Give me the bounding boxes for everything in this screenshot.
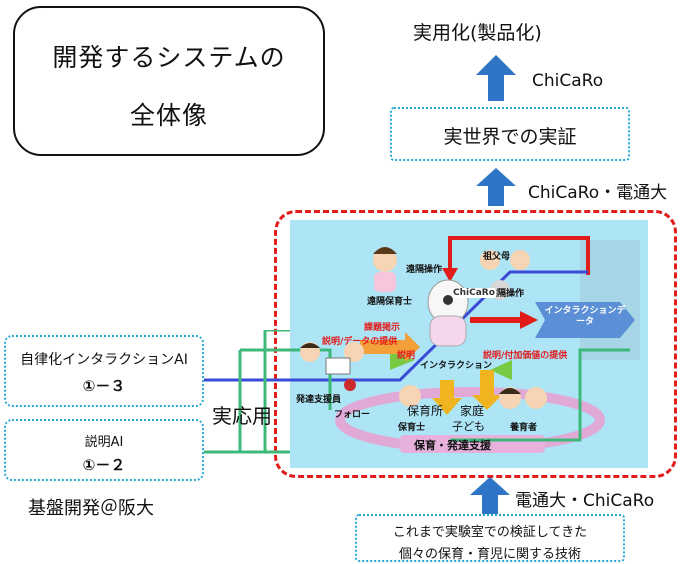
chicaro-label: ChiCaRo (532, 71, 604, 91)
title-line-2: 全体像 (129, 101, 208, 130)
application-label: 実応用 (212, 404, 272, 428)
childcare-support-label: 保育・発達支援 (414, 439, 491, 452)
real-world-box: 実世界での実証 (390, 107, 630, 161)
title-box: 開発するシステムの 全体像 (13, 6, 325, 156)
ai-box-2-title: 説明AI (84, 435, 124, 450)
title-line-1: 開発するシステムの (52, 43, 286, 72)
nursery-label: 保育所 (407, 404, 444, 418)
task-suggestion-label: 課題掲示 (364, 323, 401, 333)
interaction-data-label: インタラクションデータ (544, 306, 626, 327)
base-dev-label: 基盤開発＠阪大 (28, 498, 154, 519)
dev-support-staff-label: 発達支援員 (296, 395, 342, 405)
central-frame (274, 210, 677, 478)
up-arrow-icon (470, 477, 510, 515)
explanation-ai-box: 説明AI ①－２ (4, 419, 204, 481)
interaction-label: インタラクション (420, 361, 493, 371)
home-label: 家庭 (460, 404, 485, 418)
real-world-label: 実世界での実証 (443, 126, 577, 148)
follow-label: フォロー (334, 410, 371, 420)
ai-box-1-number: ①－３ (82, 377, 126, 395)
nursery-teacher-label: 保育士 (398, 423, 426, 433)
up-arrow-icon (476, 168, 516, 206)
autonomous-interaction-ai-box: 自律化インタラクションAI ①－３ (4, 335, 204, 407)
remote-op-label-2: 遠隔操作 (488, 289, 525, 299)
ai-box-2-number: ①－２ (82, 456, 126, 474)
robot-logo: ChiCaRo (452, 288, 496, 298)
explanation-value-label: 説明/付加価値の提供 (483, 351, 568, 361)
tech-box-line-1: これまで実験室での検証してきた (392, 525, 588, 540)
tech-box: これまで実験室での検証してきた 個々の保育・育児に関する技術 (355, 514, 625, 562)
connector-lines (200, 330, 290, 454)
remote-nursery-teacher-label: 遠隔保育士 (367, 297, 413, 307)
remote-op-label-1: 遠隔操作 (406, 265, 443, 275)
tech-box-line-2: 個々の保育・育児に関する技術 (398, 547, 581, 562)
uec-chicaro-label: 電通大・ChiCaRo (515, 491, 655, 511)
explanation-label: 説明 (397, 351, 416, 361)
guardian-label: 養育者 (510, 423, 538, 433)
grandparents-label: 祖父母 (483, 252, 511, 262)
ai-box-1-title: 自律化インタラクションAI (20, 352, 188, 368)
child-label: 子ども (452, 420, 485, 433)
up-arrow-icon (476, 55, 516, 101)
chicaro-uec-label: ChiCaRo・電通大 (528, 183, 668, 203)
explanation-data-label: 説明/データの提供 (322, 337, 398, 347)
product-label: 実用化(製品化) (413, 22, 542, 44)
